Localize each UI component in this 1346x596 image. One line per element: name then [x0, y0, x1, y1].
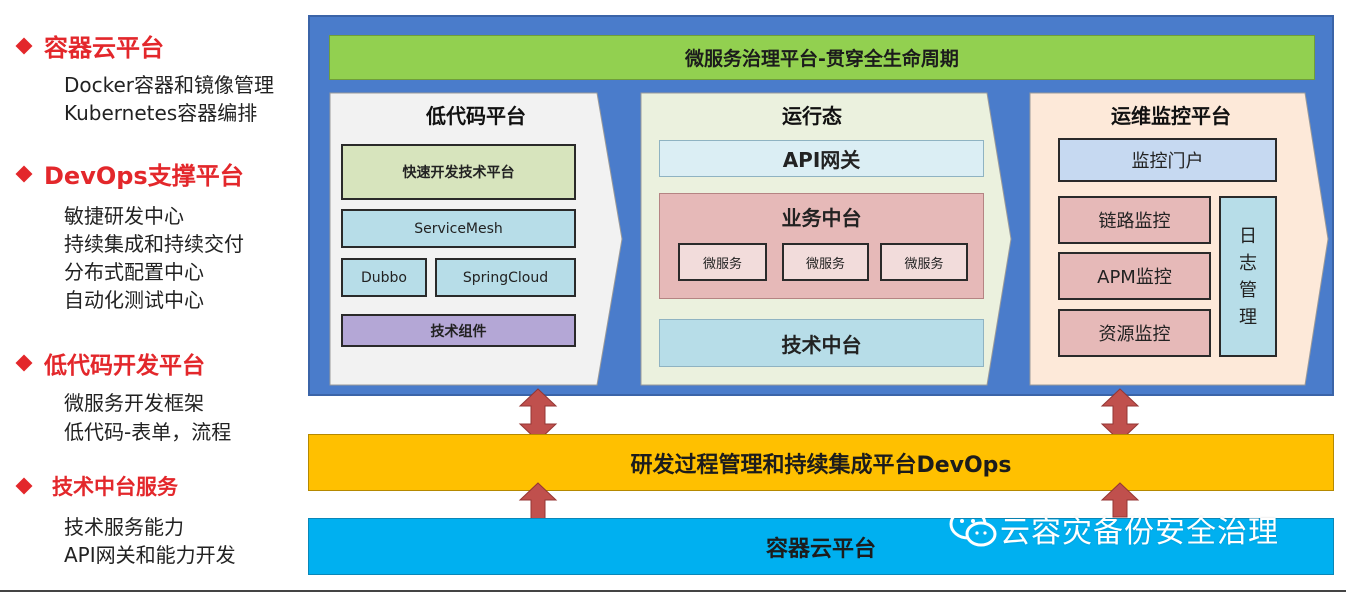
microservice-box: 微服务 — [678, 243, 767, 281]
section-title-tech-center: 技术中台服务 — [15, 471, 178, 501]
list-item: 分布式配置中心 — [64, 260, 204, 284]
lowcode-title: 低代码平台 — [426, 104, 526, 128]
microservice-box: 微服务 — [782, 243, 869, 281]
list-item: Kubernetes容器编排 — [64, 101, 258, 125]
section-title-text: DevOps支撑平台 — [44, 162, 244, 190]
wechat-icon — [949, 508, 997, 547]
diamond-bullet-icon — [15, 165, 33, 182]
section-title-container-cloud: 容器云平台 — [15, 28, 164, 63]
api-gateway-box: API网关 — [659, 140, 984, 177]
section-title-text: 容器云平台 — [44, 34, 164, 62]
log-char: 理 — [1239, 306, 1257, 328]
dubbo-box: Dubbo — [341, 258, 427, 297]
watermark: 云容灾备份安全治理 — [948, 506, 1279, 552]
list-item: 技术服务能力 — [64, 515, 184, 539]
devops-bar: 研发过程管理和持续集成平台DevOps — [308, 434, 1334, 491]
section-title-devops: DevOps支撑平台 — [15, 156, 244, 191]
container-cloud-bar: 容器云平台 — [308, 518, 1334, 575]
log-char: 管 — [1239, 279, 1257, 301]
watermark-text: 云容灾备份安全治理 — [1000, 515, 1279, 550]
log-char: 志 — [1239, 252, 1257, 274]
list-item: 敏捷研发中心 — [64, 204, 184, 228]
monitor-portal-box: 监控门户 — [1058, 138, 1277, 182]
ops-title: 运维监控平台 — [1111, 104, 1231, 128]
business-center-title: 业务中台 — [781, 206, 862, 230]
list-item: 持续集成和持续交付 — [64, 232, 244, 256]
microservice-box: 微服务 — [880, 243, 968, 281]
up-arrow-icon — [1100, 482, 1140, 518]
governance-bar: 微服务治理平台-贯穿全生命周期 — [329, 35, 1315, 80]
tech-components-box: 技术组件 — [341, 314, 576, 347]
log-char: 日 — [1239, 225, 1257, 247]
diamond-bullet-icon — [15, 37, 33, 54]
container-cloud-label: 容器云平台 — [765, 536, 876, 562]
link-monitor-box: 链路监控 — [1058, 196, 1211, 244]
section-title-text: 低代码开发平台 — [44, 353, 205, 379]
list-item: Docker容器和镜像管理 — [64, 73, 275, 97]
spring-cloud-box: SpringCloud — [435, 258, 576, 297]
log-management-box: 日 志 管 理 — [1219, 196, 1277, 357]
list-item: 自动化测试中心 — [64, 288, 204, 312]
divider — [0, 590, 1346, 592]
diamond-bullet-icon — [15, 354, 33, 372]
resource-monitor-box: 资源监控 — [1058, 309, 1211, 357]
diamond-bullet-icon — [15, 477, 33, 495]
section-title-text: 技术中台服务 — [52, 475, 178, 499]
service-mesh-box: ServiceMesh — [341, 209, 576, 248]
fast-dev-platform-box: 快速开发技术平台 — [341, 144, 576, 200]
list-item: 低代码-表单，流程 — [64, 420, 232, 444]
apm-monitor-box: APM监控 — [1058, 252, 1211, 300]
list-item: API网关和能力开发 — [64, 543, 236, 567]
tech-center-box: 技术中台 — [659, 319, 984, 367]
runtime-title: 运行态 — [782, 104, 842, 128]
list-item: 微服务开发框架 — [64, 391, 204, 415]
section-title-lowcode: 低代码开发平台 — [15, 346, 205, 380]
